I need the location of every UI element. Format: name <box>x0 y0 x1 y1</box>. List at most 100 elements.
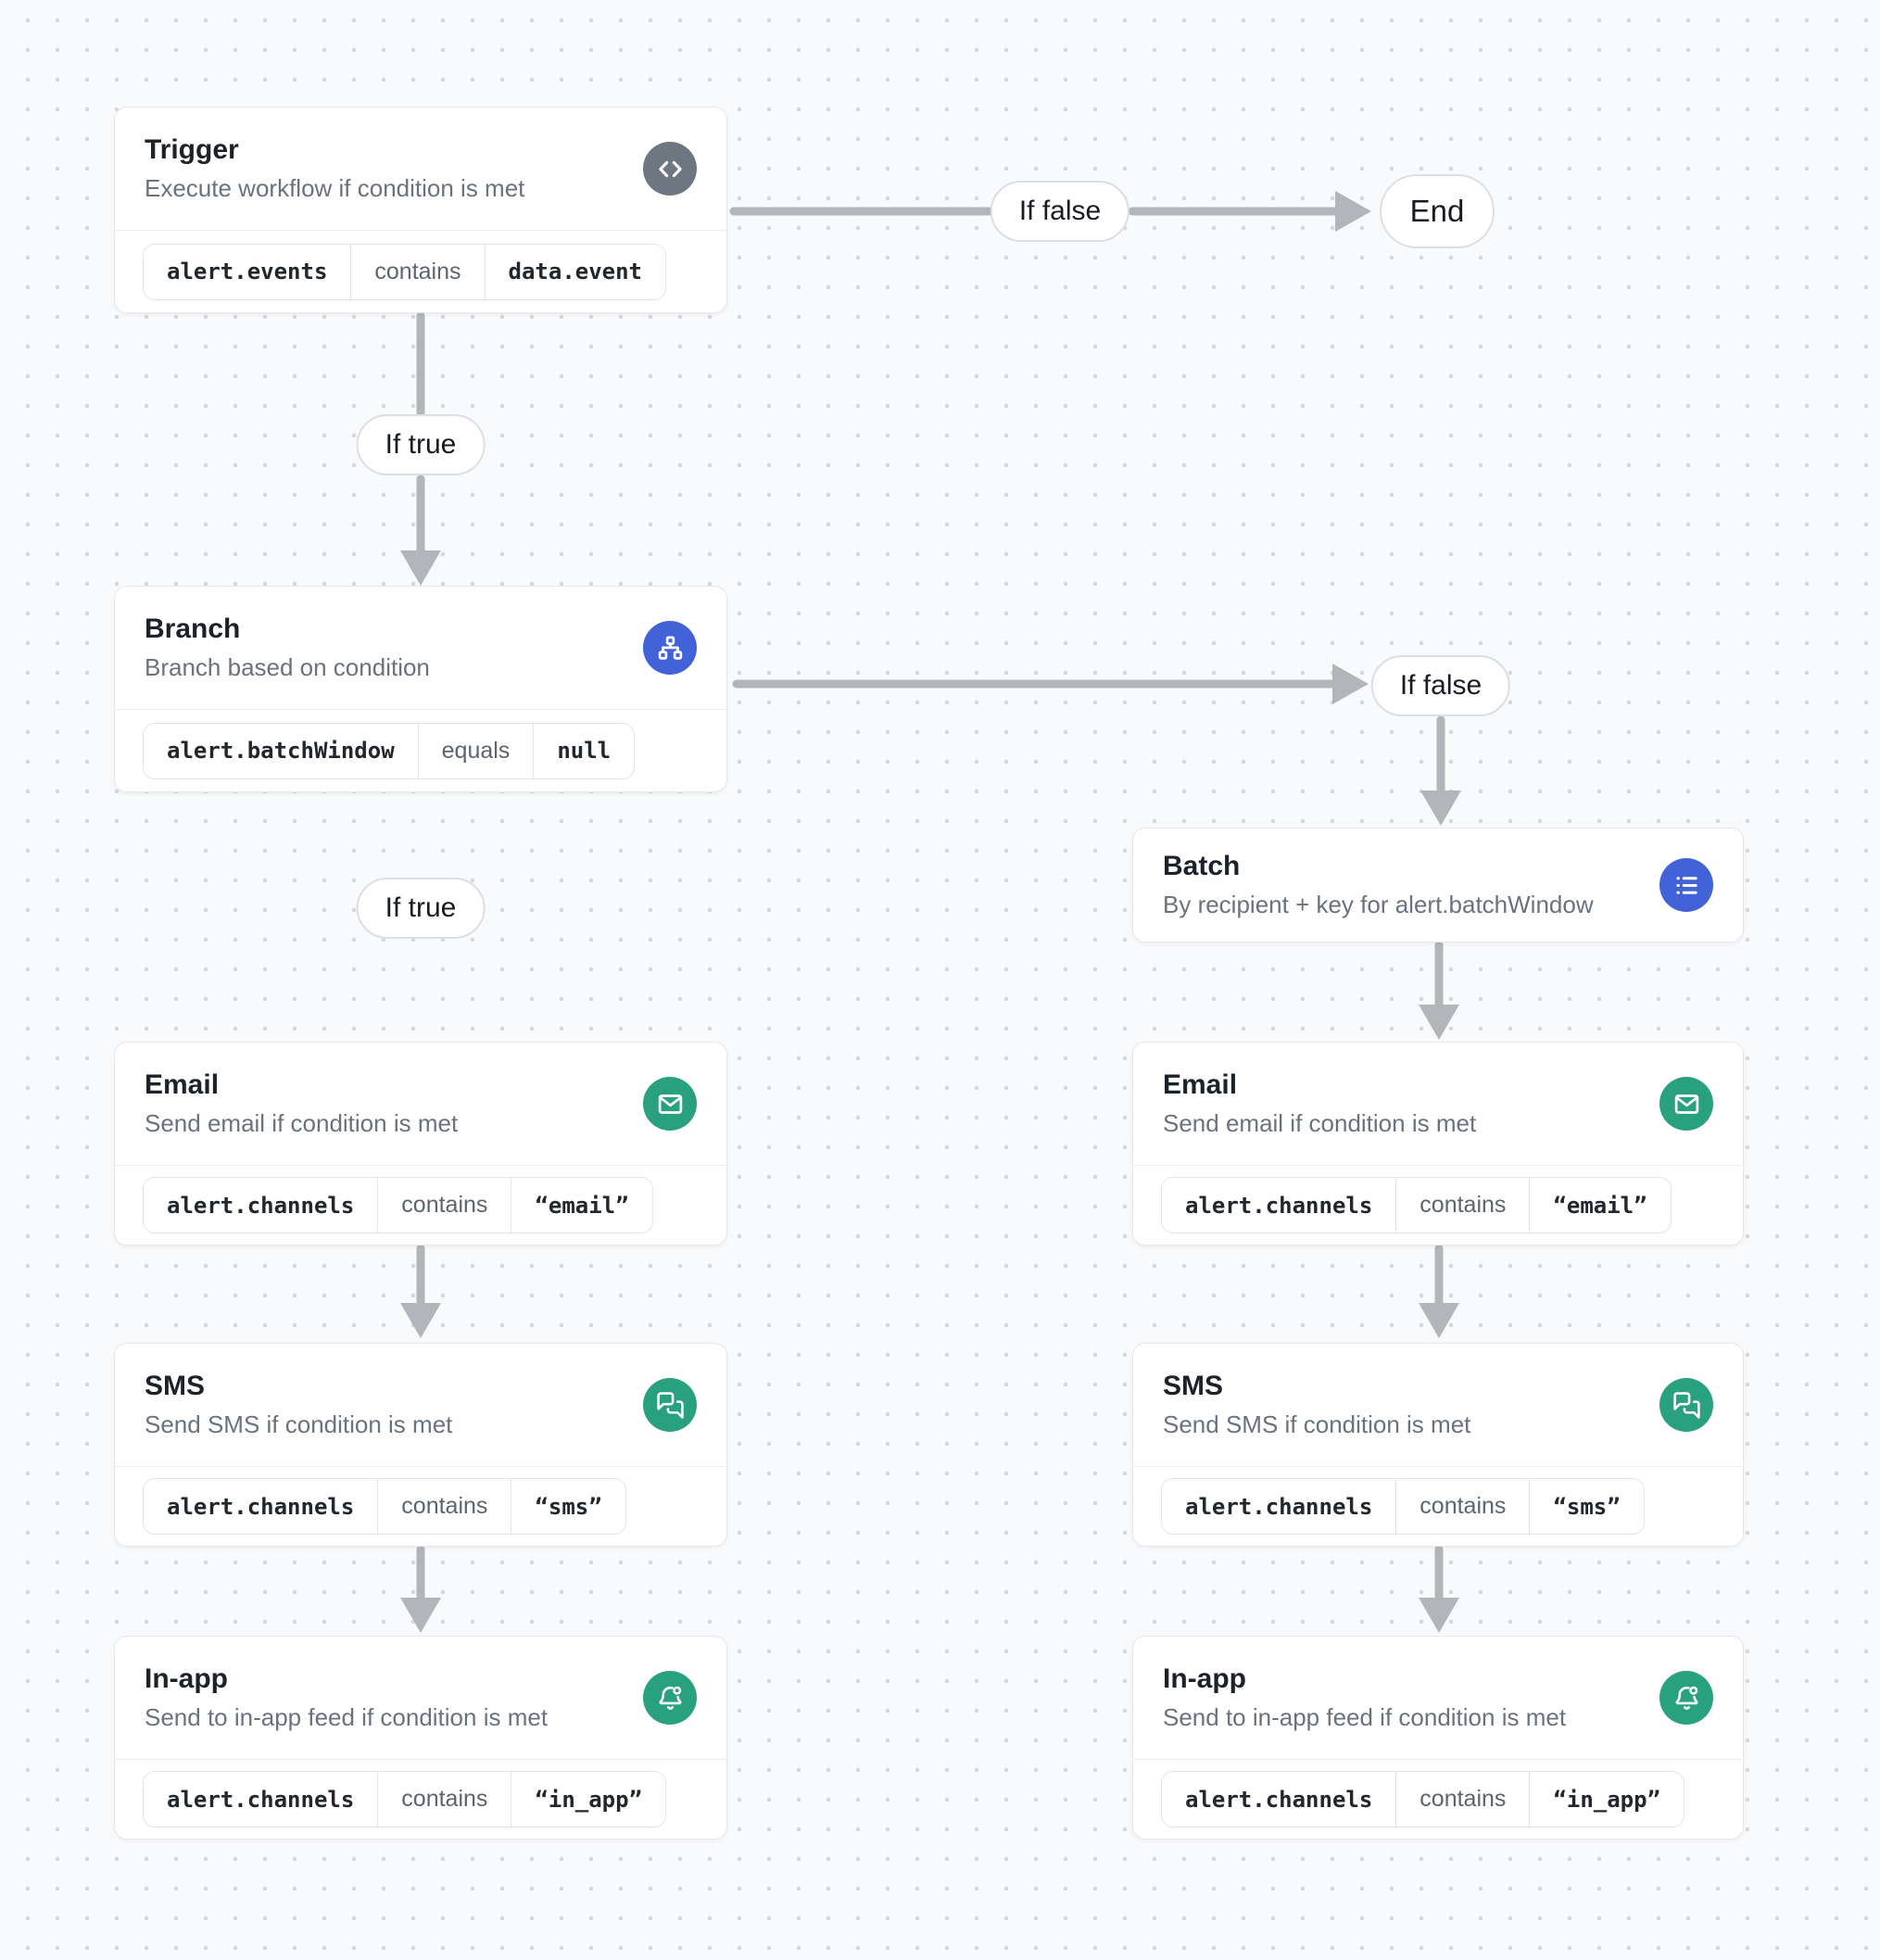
condition-value: “sms” <box>1529 1479 1643 1534</box>
node-text: Email Send email if condition is met <box>145 1069 458 1139</box>
edge-label-if-false-top: If false <box>990 181 1130 242</box>
node-text: Batch By recipient + key for alert.batch… <box>1163 851 1594 920</box>
node-sms-right[interactable]: SMS Send SMS if condition is met alert.c… <box>1132 1343 1744 1547</box>
node-title: Email <box>145 1069 220 1100</box>
condition-chip: alert.channels contains “sms” <box>143 1478 626 1535</box>
node-text: SMS Send SMS if condition is met <box>145 1371 452 1440</box>
bell-badge-icon <box>643 1671 697 1725</box>
condition-value: “in_app” <box>1529 1772 1684 1827</box>
node-header: Email Send email if condition is met <box>115 1043 726 1165</box>
edge-email-to-sms-right <box>1419 1244 1459 1338</box>
edge-sms-to-inapp-right <box>1419 1545 1459 1633</box>
condition-field: alert.channels <box>1185 1493 1373 1520</box>
condition-operator: contains <box>1395 1178 1529 1233</box>
node-text: In-app Send to in-app feed if condition … <box>1163 1663 1566 1733</box>
condition-field: alert.events <box>167 259 328 285</box>
condition-value: “email” <box>1529 1178 1670 1233</box>
mail-icon <box>1659 1077 1713 1131</box>
node-header: SMS Send SMS if condition is met <box>115 1344 726 1466</box>
node-subtitle: Send to in-app feed if condition is met <box>145 1703 549 1732</box>
node-header: Batch By recipient + key for alert.batch… <box>1133 828 1743 942</box>
node-inapp-left[interactable]: In-app Send to in-app feed if condition … <box>114 1636 727 1840</box>
node-inapp-right[interactable]: In-app Send to in-app feed if condition … <box>1132 1636 1744 1840</box>
edge-email-to-sms-left <box>400 1244 441 1338</box>
node-condition: alert.channels contains “sms” <box>1133 1466 1743 1546</box>
node-subtitle: Send SMS if condition is met <box>145 1410 453 1439</box>
edge-label-if-false-branch: If false <box>1370 655 1511 716</box>
node-condition: alert.batchWindow equals null <box>115 709 726 791</box>
condition-chip: alert.events contains data.event <box>143 243 667 300</box>
edge-batch-to-email-right <box>1419 941 1459 1040</box>
condition-value: “sms” <box>511 1479 625 1534</box>
condition-field: alert.channels <box>1185 1192 1373 1219</box>
condition-chip: alert.channels contains “email” <box>1161 1177 1672 1233</box>
node-batch[interactable]: Batch By recipient + key for alert.batch… <box>1132 828 1744 942</box>
condition-operator: contains <box>377 1479 511 1534</box>
node-text: SMS Send SMS if condition is met <box>1163 1371 1470 1440</box>
condition-chip: alert.batchWindow equals null <box>143 722 636 779</box>
condition-field: alert.channels <box>167 1493 355 1520</box>
node-subtitle: Send to in-app feed if condition is met <box>1163 1703 1567 1732</box>
chat-icon <box>643 1378 697 1432</box>
node-email-left[interactable]: Email Send email if condition is met ale… <box>114 1042 727 1246</box>
node-header: SMS Send SMS if condition is met <box>1133 1344 1743 1466</box>
node-title: In-app <box>145 1663 228 1694</box>
condition-field: alert.channels <box>1185 1786 1373 1813</box>
node-title: Batch <box>1163 850 1241 881</box>
node-title: SMS <box>1163 1370 1224 1401</box>
node-condition: alert.channels contains “email” <box>115 1165 726 1245</box>
node-header: In-app Send to in-app feed if condition … <box>115 1637 726 1759</box>
node-subtitle: By recipient + key for alert.batchWindow <box>1163 891 1594 919</box>
node-title: SMS <box>145 1370 206 1401</box>
node-header: Trigger Execute workflow if condition is… <box>115 107 726 230</box>
node-branch[interactable]: Branch Branch based on condition alert.b… <box>114 586 727 792</box>
condition-field: alert.batchWindow <box>167 738 395 764</box>
condition-field: alert.channels <box>167 1786 355 1813</box>
edge-label-if-true-top: If true <box>356 414 486 475</box>
bell-badge-icon <box>1659 1671 1713 1725</box>
condition-operator: contains <box>1395 1772 1529 1827</box>
edge-sms-to-inapp-left <box>400 1545 441 1633</box>
condition-value: “email” <box>511 1178 651 1233</box>
chat-icon <box>1659 1378 1713 1432</box>
condition-chip: alert.channels contains “in_app” <box>143 1771 667 1827</box>
condition-value: null <box>533 723 634 778</box>
node-subtitle: Send email if condition is met <box>1163 1109 1477 1138</box>
node-text: Trigger Execute workflow if condition is… <box>145 134 524 204</box>
node-trigger[interactable]: Trigger Execute workflow if condition is… <box>114 107 727 313</box>
condition-operator: contains <box>377 1178 511 1233</box>
edge-label-if-true-branch: If true <box>356 878 486 939</box>
node-title: In-app <box>1163 1663 1246 1694</box>
condition-field: alert.channels <box>167 1192 355 1219</box>
edge-iffalse-to-end <box>1128 191 1371 232</box>
code-icon <box>643 142 697 196</box>
condition-chip: alert.channels contains “in_app” <box>1161 1771 1685 1827</box>
mail-icon <box>643 1077 697 1131</box>
node-header: Email Send email if condition is met <box>1133 1043 1743 1165</box>
node-text: Branch Branch based on condition <box>145 613 430 683</box>
node-title: Email <box>1163 1069 1238 1100</box>
edge-iftrue-to-branch <box>400 474 441 586</box>
node-header: In-app Send to in-app feed if condition … <box>1133 1637 1743 1759</box>
condition-value: data.event <box>484 244 665 299</box>
condition-operator: equals <box>417 723 534 778</box>
list-icon <box>1659 858 1713 912</box>
node-condition: alert.channels contains “sms” <box>115 1466 726 1546</box>
end-node: End <box>1380 174 1495 248</box>
condition-operator: contains <box>1395 1479 1529 1534</box>
node-subtitle: Send email if condition is met <box>145 1109 459 1138</box>
node-condition: alert.channels contains “in_app” <box>115 1759 726 1839</box>
condition-chip: alert.channels contains “email” <box>143 1177 653 1233</box>
node-header: Branch Branch based on condition <box>115 587 726 709</box>
node-email-right[interactable]: Email Send email if condition is met ale… <box>1132 1042 1744 1246</box>
node-title: Branch <box>145 613 241 644</box>
node-condition: alert.channels contains “in_app” <box>1133 1759 1743 1839</box>
node-sms-left[interactable]: SMS Send SMS if condition is met alert.c… <box>114 1343 727 1547</box>
condition-chip: alert.channels contains “sms” <box>1161 1478 1645 1535</box>
edge-branch-to-iffalse <box>732 664 1369 704</box>
edge-iffalse-to-batch <box>1420 715 1461 826</box>
node-condition: alert.events contains data.event <box>115 230 726 312</box>
node-subtitle: Branch based on condition <box>145 653 430 682</box>
sitemap-icon <box>643 621 697 675</box>
